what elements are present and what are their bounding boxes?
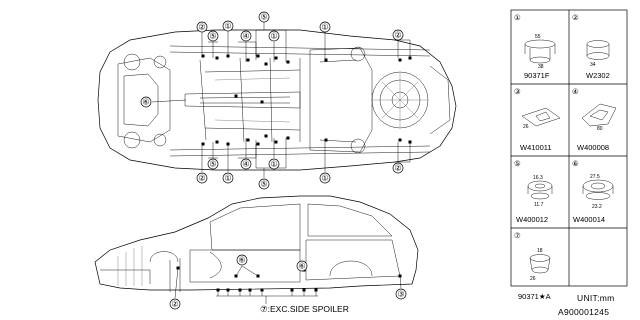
- svg-text:②: ②: [171, 300, 178, 309]
- legend-item-1: ① 55 38 90371F: [514, 13, 556, 80]
- svg-text:W2302: W2302: [586, 71, 610, 80]
- svg-text:④: ④: [572, 87, 579, 96]
- callout-4-bottom: ④: [240, 158, 252, 170]
- callout-1-top-left: ①: [222, 20, 234, 32]
- callout-1-bottom-mid: ①: [268, 158, 280, 170]
- svg-text:23.2: 23.2: [592, 204, 602, 210]
- svg-text:④: ④: [242, 160, 249, 169]
- callout-5-bottom: ⑤: [258, 178, 270, 190]
- side-spoiler-note: ⑦:EXC.SIDE SPOILER: [260, 304, 349, 314]
- svg-text:①: ①: [270, 160, 277, 169]
- svg-text:W400012: W400012: [516, 215, 548, 224]
- callout-6-underbody: ⑥: [140, 96, 152, 108]
- svg-text:②: ②: [572, 13, 579, 22]
- reference-number: A900001245: [558, 307, 610, 317]
- svg-text:26: 26: [523, 124, 529, 130]
- svg-text:⑥: ⑥: [238, 256, 245, 265]
- svg-text:②: ②: [198, 174, 205, 183]
- svg-text:⑤: ⑤: [260, 180, 267, 189]
- svg-text:W410011: W410011: [520, 143, 552, 152]
- callout-2-top-right: ②: [392, 29, 404, 41]
- callout-1-bottom-rear: ①: [319, 172, 331, 184]
- callouts: ② ⑤ ① ④ ⑤ ① ① ② ⑥ ② ⑤ ① ④ ⑤ ① ① ② ⑥ ⑥ ② …: [140, 11, 407, 310]
- callout-3-side: ③: [395, 288, 407, 300]
- svg-text:③: ③: [514, 87, 521, 96]
- svg-text:⑤: ⑤: [209, 160, 216, 169]
- svg-text:⑥: ⑥: [572, 159, 579, 168]
- svg-text:⑤: ⑤: [514, 159, 521, 168]
- svg-text:90371F: 90371F: [524, 71, 550, 80]
- callout-4-top: ④: [240, 30, 252, 42]
- svg-text:⑥: ⑥: [298, 262, 305, 271]
- callout-2-bottom-left: ②: [196, 172, 208, 184]
- callout-6-side-front: ⑥: [236, 254, 248, 266]
- parts-legend: ① 55 38 90371F ② 34 W2302 ③ 26 W410011: [510, 9, 628, 301]
- svg-text:90371★A: 90371★A: [518, 292, 551, 301]
- legend-item-6: ⑥ 27.5 23.2 W400014: [572, 159, 614, 224]
- svg-text:27.5: 27.5: [590, 174, 600, 180]
- svg-text:①: ①: [321, 174, 328, 183]
- svg-text:④: ④: [242, 32, 249, 41]
- svg-text:②: ②: [394, 164, 401, 173]
- svg-text:⑦:EXC.SIDE SPOILER: ⑦:EXC.SIDE SPOILER: [260, 304, 349, 314]
- callout-2-top-left: ②: [196, 21, 208, 33]
- svg-text:18: 18: [537, 248, 543, 254]
- side-body-drawing: [94, 195, 419, 304]
- underbody-drawing: [97, 22, 457, 178]
- svg-text:26: 26: [530, 276, 536, 282]
- callout-2-bottom-right: ②: [392, 162, 404, 174]
- callout-5-top: ⑤: [258, 11, 270, 23]
- svg-text:⑥: ⑥: [142, 98, 149, 107]
- svg-text:11.7: 11.7: [534, 202, 544, 208]
- svg-text:38: 38: [538, 64, 544, 70]
- svg-text:①: ①: [224, 22, 231, 31]
- svg-text:⑦: ⑦: [514, 231, 521, 240]
- legend-item-4: ④ 80 W400008: [572, 87, 617, 152]
- svg-text:①: ①: [270, 32, 277, 41]
- legend-item-3: ③ 26 W410011: [514, 87, 561, 152]
- svg-text:①: ①: [224, 174, 231, 183]
- legend-item-2: ② 34 W2302: [572, 13, 610, 80]
- svg-text:55: 55: [535, 34, 541, 40]
- svg-text:②: ②: [394, 31, 401, 40]
- svg-text:80: 80: [597, 126, 603, 132]
- callout-5-top-left: ⑤: [207, 30, 219, 42]
- svg-text:③: ③: [397, 290, 404, 299]
- callout-1-top-rear: ①: [319, 21, 331, 33]
- svg-text:16.3: 16.3: [533, 175, 543, 181]
- callout-2-side: ②: [169, 298, 181, 310]
- callout-1-top-mid: ①: [268, 30, 280, 42]
- svg-text:⑤: ⑤: [209, 32, 216, 41]
- callout-5-bottom-left: ⑤: [207, 158, 219, 170]
- svg-text:34: 34: [590, 62, 596, 68]
- callout-1-bottom-left: ①: [222, 172, 234, 184]
- callout-6-side-rear: ⑥: [296, 260, 308, 272]
- legend-item-5: ⑤ 16.3 11.7 W400012: [514, 159, 553, 224]
- svg-text:W400008: W400008: [577, 143, 609, 152]
- svg-text:W400014: W400014: [573, 215, 605, 224]
- unit-label: UNIT:mm: [577, 293, 615, 303]
- svg-text:②: ②: [198, 23, 205, 32]
- svg-text:⑤: ⑤: [260, 13, 267, 22]
- svg-text:①: ①: [321, 23, 328, 32]
- svg-text:①: ①: [514, 13, 521, 22]
- legend-item-7: ⑦ 18 26 90371★A: [514, 231, 551, 301]
